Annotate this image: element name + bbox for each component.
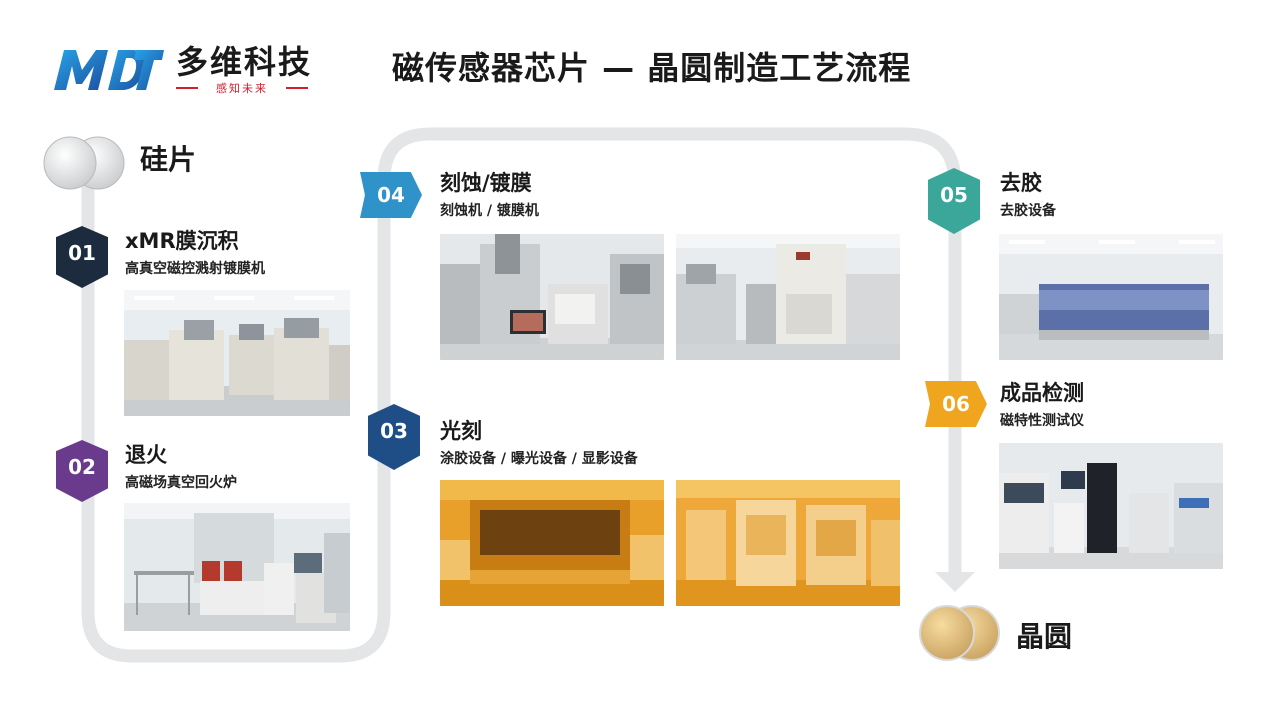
- step-06-badge: 06: [925, 381, 987, 427]
- step-01-badge: 01: [56, 226, 108, 288]
- end-label: 晶圆: [1016, 620, 1073, 653]
- step-05-badge: 05: [928, 168, 980, 234]
- step-02-badge: 02: [56, 440, 108, 502]
- step-01-subtitle: 高真空磁控溅射镀膜机: [125, 261, 265, 277]
- step-04-badge: 04: [360, 172, 422, 218]
- step-06-title: 成品检测: [1000, 381, 1084, 405]
- step-05-subtitle: 去胶设备: [1000, 203, 1056, 219]
- step-05-title: 去胶: [1000, 171, 1042, 195]
- brand-tagline: 感知未来: [176, 80, 308, 96]
- step-02-subtitle: 高磁场真空回火炉: [125, 475, 237, 491]
- step-04-photo-a: [440, 234, 664, 360]
- finished-wafer-icon: [919, 605, 1000, 661]
- step-02-photo: [124, 503, 350, 631]
- step-03-subtitle: 涂胶设备 / 曝光设备 / 显影设备: [440, 451, 638, 467]
- arrow-head-icon: [935, 572, 975, 592]
- step-01-title: xMR膜沉积: [125, 229, 239, 253]
- step-03-photo-b: [676, 480, 900, 606]
- step-03-title: 光刻: [440, 419, 482, 443]
- step-03-badge: 03: [368, 404, 420, 470]
- brand-name: 多维科技: [176, 43, 313, 81]
- silicon-wafer-icon: [43, 136, 125, 190]
- step-01-photo: [124, 290, 350, 416]
- step-04-subtitle: 刻蚀机 / 镀膜机: [440, 203, 539, 219]
- step-06-subtitle: 磁特性测试仪: [1000, 413, 1084, 429]
- mdt-logo: [54, 50, 164, 90]
- step-05-photo: [999, 234, 1223, 360]
- step-03-photo-a: [440, 480, 664, 606]
- step-06-photo: [999, 443, 1223, 569]
- step-04-photo-b: [676, 234, 900, 360]
- step-02-title: 退火: [125, 443, 167, 467]
- step-04-title: 刻蚀/镀膜: [440, 171, 532, 195]
- page-title: 磁传感器芯片 — 晶圆制造工艺流程: [392, 49, 912, 87]
- start-label: 硅片: [140, 143, 197, 176]
